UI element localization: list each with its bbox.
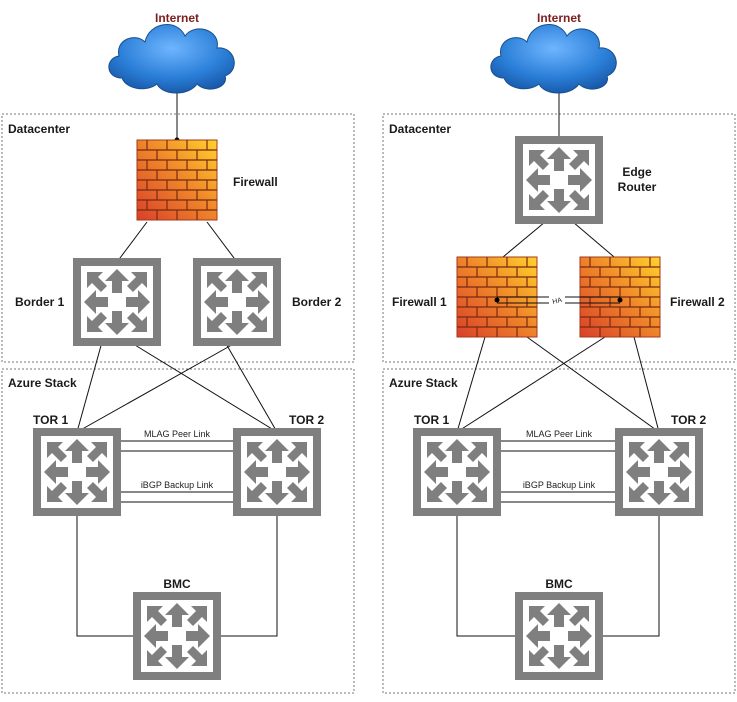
right-firewall1-label: Firewall 1 <box>392 295 447 309</box>
right-tor2-switch-icon <box>619 432 699 512</box>
left-azure-stack-zone <box>1 368 355 694</box>
right-bmc-switch-icon <box>519 596 599 676</box>
left-border2-label: Border 2 <box>292 295 342 309</box>
right-datacenter-label: Datacenter <box>389 122 451 136</box>
left-datacenter-label: Datacenter <box>8 122 70 136</box>
right-ha-link <box>494 293 623 307</box>
left-firewall-icon <box>136 139 218 221</box>
left-internet-label: Internet <box>155 11 199 25</box>
left-bmc-label: BMC <box>163 577 191 591</box>
left-bmc-switch-icon <box>137 596 217 676</box>
left-firewall-label: Firewall <box>233 175 278 189</box>
right-edge-router-label-line2: Router <box>618 180 657 194</box>
left-ibgp-label: iBGP Backup Link <box>141 480 214 490</box>
left-border1-switch-icon <box>77 262 157 342</box>
right-azure-stack-label: Azure Stack <box>389 376 458 390</box>
right-edge-router-label-line1: Edge <box>622 165 652 179</box>
right-bmc-label: BMC <box>545 577 573 591</box>
right-tor1-label: TOR 1 <box>414 413 449 427</box>
right-azure-stack-zone <box>382 368 736 694</box>
right-ha-label: HA <box>552 297 563 306</box>
left-azure-stack-label: Azure Stack <box>8 376 77 390</box>
right-tor1-switch-icon <box>417 432 497 512</box>
left-topology: Internet Datacenter Firewall Border 1 Bo… <box>1 11 355 694</box>
left-border1-label: Border 1 <box>15 295 65 309</box>
left-tor1-switch-icon <box>37 432 117 512</box>
left-tor1-label: TOR 1 <box>33 413 68 427</box>
right-mlag-label: MLAG Peer Link <box>526 429 593 439</box>
left-tor2-switch-icon <box>237 432 317 512</box>
right-internet-label: Internet <box>537 11 581 25</box>
right-ibgp-label: iBGP Backup Link <box>523 480 596 490</box>
right-tor2-label: TOR 2 <box>671 413 706 427</box>
left-tor2-label: TOR 2 <box>289 413 324 427</box>
left-datacenter-zone <box>1 113 355 363</box>
left-border2-switch-icon <box>197 262 277 342</box>
right-edge-router-icon <box>519 140 599 220</box>
right-internet-cloud-icon <box>490 24 617 94</box>
right-topology: Internet Datacenter Edge Router Firewall… <box>382 11 736 694</box>
left-links <box>76 92 278 637</box>
left-mlag-label: MLAG Peer Link <box>144 429 211 439</box>
left-internet-cloud-icon <box>108 24 235 94</box>
right-firewall2-label: Firewall 2 <box>670 295 725 309</box>
